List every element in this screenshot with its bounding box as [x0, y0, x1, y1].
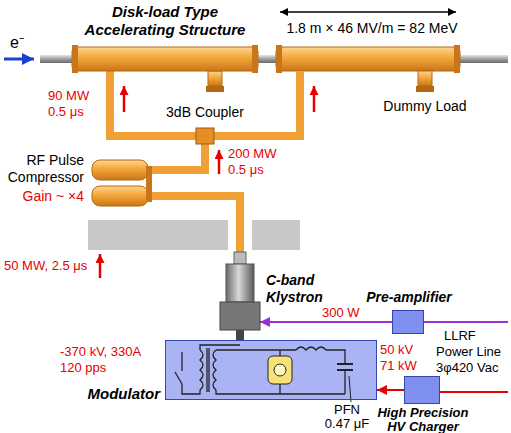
wire [181, 352, 182, 371]
thyratron-symbol [268, 356, 292, 384]
wire [182, 384, 200, 394]
power-flow-arrow [313, 86, 316, 112]
power-label: 50 MW, 2.5 μs [4, 258, 96, 274]
accelerating-structure [276, 47, 460, 71]
structure-body [72, 47, 258, 71]
supply-label: Power Line 3φ420 Vac [436, 344, 508, 376]
transformer-core [208, 348, 209, 392]
load-label: Dummy Load [375, 98, 475, 115]
klystron: C-band Klystron [220, 252, 260, 330]
power-label: 200 MW 0.5 μs [228, 146, 286, 178]
wire [326, 350, 345, 364]
preamplifier-box: Pre-amplifier [392, 310, 424, 334]
power-flow-arrow [123, 86, 126, 112]
power-flow-arrow [99, 254, 102, 278]
coupler-shape [196, 128, 214, 144]
compressor-label: RF Pulse Compressor [2, 152, 84, 186]
beam-label: e⁻ [10, 34, 24, 52]
modulator-fill [165, 340, 377, 400]
structure-flange [276, 45, 282, 73]
cavity [92, 186, 148, 206]
output-flange [234, 252, 246, 264]
power-label: 300 W [322, 305, 360, 321]
modulator-label: Modulator [84, 385, 160, 403]
cyl-shape [72, 47, 258, 71]
accelerating-structure: Disk-load Type Accelerating Structure [72, 47, 258, 71]
preamp-label: Pre-amplifier [363, 289, 455, 306]
load-cap [416, 86, 434, 92]
cavity-joint [146, 166, 152, 202]
kly-shape [220, 252, 260, 330]
transformer-coil [200, 350, 203, 390]
dimension-label: 1.8 m × 46 MV/m = 82 MeV [282, 20, 462, 37]
rf-drive-line [260, 321, 392, 323]
klystron-magnet [220, 302, 260, 330]
coupler-body [196, 128, 214, 144]
pfn-label: PFN 0.47 μF [322, 403, 372, 431]
thyratron-symbol [274, 364, 286, 376]
shield-block [252, 220, 300, 250]
transformer-coil [213, 350, 216, 390]
structure-flange [72, 45, 78, 73]
waveguide [110, 71, 196, 136]
hv-line [377, 389, 404, 391]
modulator-box: Modulator [165, 340, 377, 400]
klystron-socket [236, 330, 244, 340]
switch-symbol [175, 372, 182, 384]
modulator-circuit [175, 345, 353, 394]
structure-flange [252, 45, 258, 73]
hybrid-coupler: 3dB Coupler [196, 128, 214, 144]
load-shape [418, 71, 432, 92]
wire [344, 370, 345, 394]
dummy-load [208, 71, 222, 86]
waveguide [152, 196, 240, 252]
comp-shape [90, 158, 152, 210]
waveguide [152, 144, 205, 170]
structure-flange [454, 45, 460, 73]
dummy-load-cap [206, 86, 224, 92]
waveguide [214, 71, 300, 136]
load-body [418, 71, 432, 86]
dummy-load: Dummy Load [418, 71, 432, 92]
shield-block [88, 220, 228, 250]
gain-value: Gain ~ ×4 [2, 188, 84, 205]
dimension-arrow [280, 11, 456, 13]
hv-charger-box: High Precision HV Charger [404, 376, 440, 404]
klystron-body [226, 264, 254, 302]
pulse-spec: -370 kV, 330A 120 pps [60, 344, 157, 376]
wire [279, 350, 280, 356]
signal-name: LLRF [444, 328, 476, 344]
beam-arrow [4, 58, 34, 61]
transformer-core [206, 348, 207, 392]
klystron-label: C-band Klystron [266, 272, 336, 306]
pulse-compressor: RF Pulse CompressorGain ~ ×4 [90, 158, 152, 210]
power-label: 90 MW 0.5 μs [48, 88, 100, 120]
coupler-label: 3dB Coupler [155, 104, 255, 121]
cavity [92, 160, 148, 180]
structure-title: Disk-load Type Accelerating Structure [75, 3, 255, 39]
llrf-line [424, 321, 508, 323]
wire [216, 349, 296, 350]
charger-label: High Precision HV Charger [371, 406, 475, 433]
wire [200, 345, 240, 350]
inductor-symbol [296, 347, 326, 350]
wire [279, 384, 280, 394]
leader-line [349, 376, 351, 402]
charger-spec: 50 kV 71 kW [380, 342, 424, 374]
power-line [440, 391, 508, 393]
capacitor-symbol [337, 363, 353, 365]
power-flow-arrow [218, 150, 221, 174]
